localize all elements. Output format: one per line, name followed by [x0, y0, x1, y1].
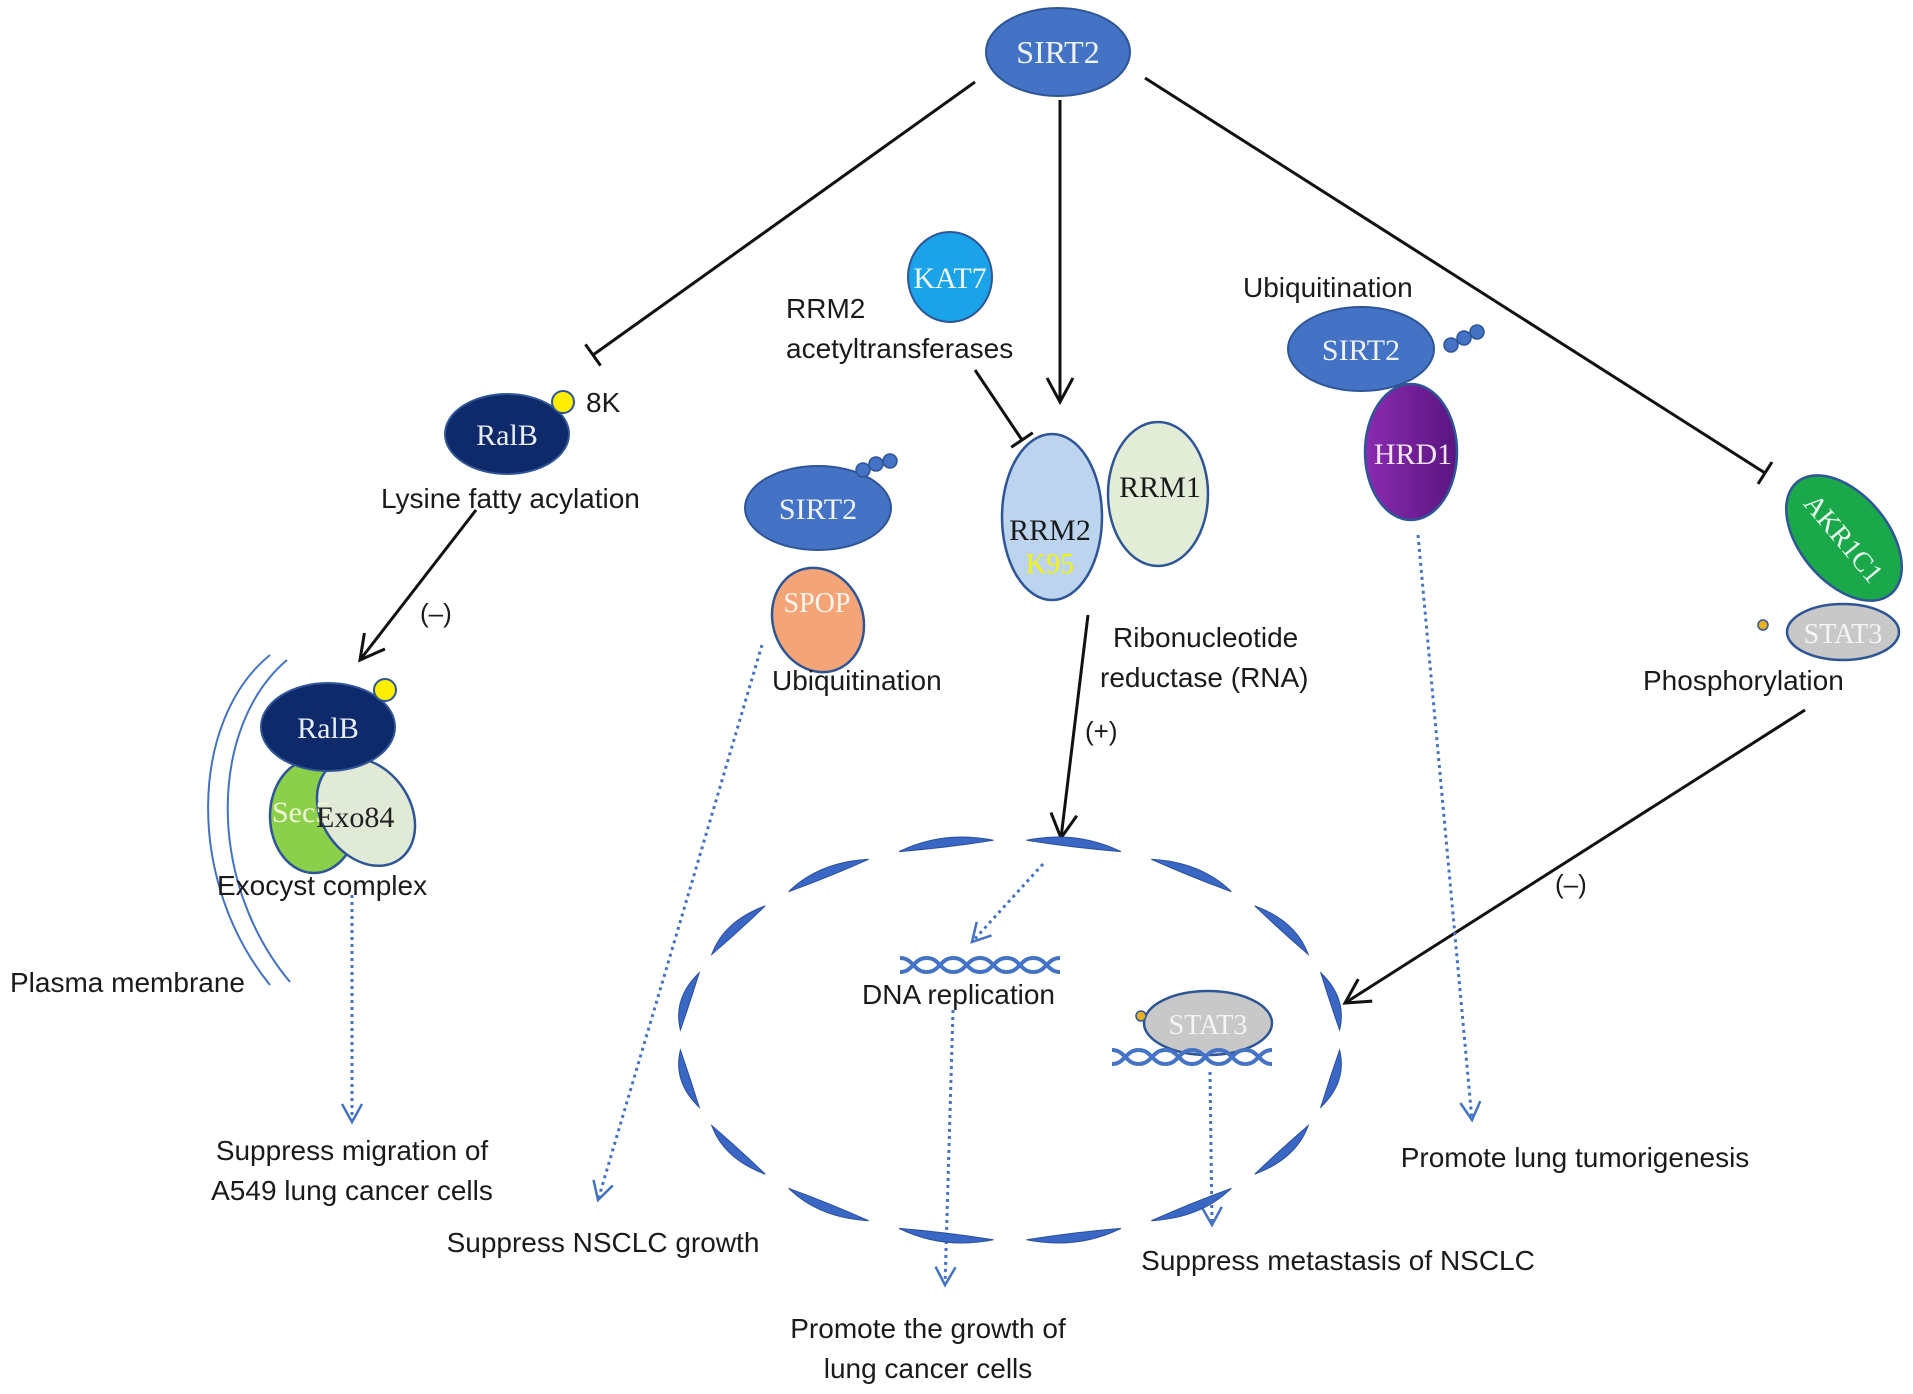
inhibit-sirt2-akr1c1: [1144, 76, 1774, 485]
sirt2-top-label: SIRT2: [1016, 34, 1099, 70]
ralb-acylated-node: RalB: [444, 390, 575, 475]
dna-strand: [1111, 1048, 1139, 1066]
dna-helix-icon: [1111, 1048, 1273, 1066]
nucleus-envelope: [678, 836, 1342, 1244]
plasma-membrane-label: Plasma membrane: [10, 967, 245, 998]
nuclear-envelope-segment: [898, 1227, 994, 1244]
outcome-migration-line1: Suppress migration of: [216, 1135, 489, 1166]
rnr-complex: RRM2 K95 RRM1: [1000, 420, 1210, 602]
ubiquitination-right-label: Ubiquitination: [1243, 272, 1413, 303]
sec5-label: Sec5: [272, 796, 330, 829]
sign-minus-right: (–): [1555, 869, 1587, 899]
rrm2-acetyltransferases-line1: RRM2: [786, 293, 865, 324]
dna-helix-icon: [899, 956, 1061, 974]
outcome-growth-line1: Promote the growth of: [790, 1313, 1066, 1344]
nuclear-envelope-segment: [788, 1187, 869, 1222]
dna-replication-label: DNA replication: [862, 979, 1055, 1010]
rrm2-acetyltransferases-line2: acetyltransferases: [786, 333, 1013, 364]
phosphorylation-label: Phosphorylation: [1643, 665, 1844, 696]
ralb-top-label: RalB: [476, 419, 538, 452]
ubiquitin-chain-icon: [855, 453, 898, 478]
outcome-tumorigenesis: Promote lung tumorigenesis: [1401, 1142, 1750, 1173]
sirt2-spop-label: SIRT2: [779, 493, 857, 526]
sign-minus-left: (–): [420, 598, 452, 628]
fatty-acyl-modification-icon: [551, 390, 575, 414]
nuclear-envelope-segment: [788, 858, 869, 893]
nuclear-envelope-segment: [1151, 1187, 1232, 1222]
nuclear-envelope-segment: [710, 1124, 766, 1175]
inhibit-sirt2-ralb: [584, 80, 976, 367]
phosphate-icon: [1757, 619, 1769, 631]
sirt2-top-node: SIRT2: [985, 7, 1131, 97]
dotted-spop-nsclc: [592, 644, 764, 1203]
outcome-metastasis: Suppress metastasis of NSCLC: [1141, 1245, 1535, 1276]
inhibit-acetyl-rrm2: [973, 369, 1034, 449]
exo84-label: Exo84: [316, 801, 394, 834]
nuclear-envelope-segment: [1254, 905, 1310, 956]
ubiquitination-mid-label: Ubiquitination: [772, 665, 942, 696]
dna-strand: [1165, 1048, 1193, 1066]
sign-plus-mid: (+): [1085, 716, 1118, 746]
plasma-membrane-inner: [226, 659, 291, 983]
rrm1-label: RRM1: [1119, 471, 1201, 504]
rnr-label-line1: Ribonucleotide: [1113, 622, 1298, 653]
ralb-8k-label: 8K: [586, 387, 621, 418]
dna-strand: [1245, 1048, 1273, 1066]
rrm2-label: RRM2: [1009, 514, 1091, 547]
exocyst-complex: RalB Sec5 Exo84: [260, 678, 417, 875]
stat3-nucleus-label: STAT3: [1169, 1010, 1248, 1041]
akr1c1-stat3-complex: AKR1C1 STAT3: [1757, 474, 1904, 662]
dna-strand: [1138, 1048, 1166, 1066]
dna-strand: [953, 956, 981, 974]
nuclear-envelope-segment: [678, 971, 701, 1032]
nuclear-envelope-segment: [678, 1048, 701, 1109]
dotted-nucleus-dna: [970, 862, 1045, 944]
nuclear-envelope-segment: [1319, 1048, 1342, 1109]
dna-strand: [1218, 1048, 1246, 1066]
dna-strand: [1006, 956, 1034, 974]
k95-label: K95: [1026, 549, 1074, 580]
nuclear-envelope-segment: [1026, 1227, 1122, 1244]
dotted-hrd1-tumorigenesis: [1416, 534, 1482, 1123]
ralb-complex-label: RalB: [297, 712, 359, 745]
exocyst-complex-label: Exocyst complex: [217, 870, 427, 901]
fatty-acyl-modification-icon: [373, 678, 397, 702]
nuclear-envelope-segment: [1319, 971, 1342, 1032]
rnr-label-line2: reductase (RNA): [1100, 662, 1309, 693]
dna-strand: [1191, 1048, 1219, 1066]
sirt2-hrd1-complex: SIRT2 HRD1: [1287, 306, 1485, 522]
dna-strand: [899, 956, 927, 974]
nuclear-envelope-segment: [898, 836, 994, 853]
arrow-ralb-exocyst: [358, 509, 478, 663]
sirt2-spop-complex: SIRT2 SPOP: [744, 453, 898, 674]
hrd1-label: HRD1: [1374, 438, 1452, 471]
stat3-right-label: STAT3: [1804, 619, 1883, 650]
lysine-acylation-label: Lysine fatty acylation: [381, 483, 640, 514]
outcome-migration-line2: A549 lung cancer cells: [211, 1175, 493, 1206]
outcome-growth-line2: lung cancer cells: [824, 1353, 1033, 1384]
arrow-rnr-nucleus: [1049, 614, 1090, 842]
dna-strand: [979, 956, 1007, 974]
outcome-nsclc-growth: Suppress NSCLC growth: [447, 1227, 760, 1258]
dotted-dna-growth: [934, 1009, 957, 1288]
phosphate-icon: [1135, 1010, 1147, 1022]
nuclear-envelope-segment: [1254, 1124, 1310, 1175]
nuclear-envelope-segment: [1026, 836, 1122, 853]
stat3-nucleus-node: STAT3: [1135, 989, 1274, 1057]
nuclear-envelope-segment: [1151, 858, 1232, 893]
kat7-label: KAT7: [913, 262, 986, 295]
sirt2-hrd1-label: SIRT2: [1322, 334, 1400, 367]
spop-label: SPOP: [784, 588, 851, 619]
ubiquitin-chain-icon: [1443, 324, 1485, 353]
kat7-node: KAT7: [907, 231, 993, 323]
nuclear-envelope-segment: [710, 905, 766, 956]
plasma-membrane-outer: [207, 654, 271, 986]
dna-strand: [1033, 956, 1061, 974]
dna-strand: [926, 956, 954, 974]
arrow-stat3-nucleus: [1342, 708, 1806, 1005]
